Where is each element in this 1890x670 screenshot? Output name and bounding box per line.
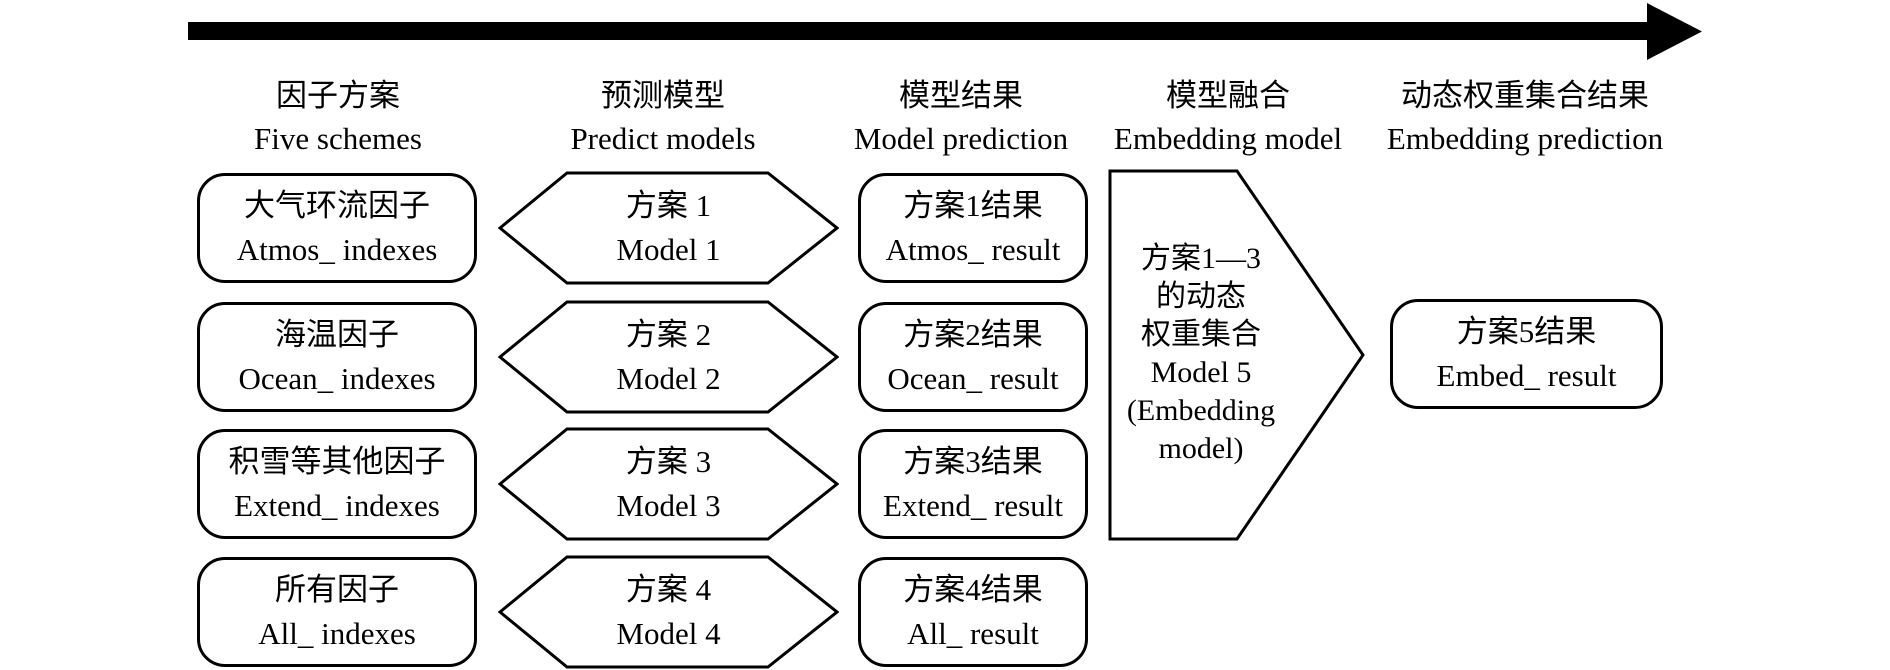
column-header-en: Five schemes [254,121,422,156]
column-header-model-fusion: 模型融合 Embedding model [1058,74,1398,160]
node-extend-result: 方案3结果 Extend_ result [858,429,1088,539]
embedding-model-label: 方案1—3 的动态 权重集合 Model 5 (Embedding model) [1112,240,1290,468]
column-header-factor-schemes: 因子方案 Five schemes [178,74,498,160]
node-label-line: 方案1—3 [1141,242,1261,275]
column-header-zh: 模型融合 [1166,78,1290,113]
node-label-en: Ocean_ indexes [238,361,436,396]
column-header-en: Embedding prediction [1386,121,1664,156]
column-header-en: Predict models [570,121,756,156]
node-label-zh: 大气环流因子 [244,188,430,223]
hexagon-shape [498,300,839,414]
node-label-zh: 方案 4 [625,572,712,607]
node-model-2: 方案 2 Model 2 [498,300,839,414]
node-label-zh: 方案 1 [625,188,712,223]
column-header-predict-models: 预测模型 Predict models [503,74,823,160]
column-header-model-results: 模型结果 Model prediction [801,74,1121,160]
node-label-en: Model 3 [616,488,721,523]
column-header-en: Model prediction [853,121,1069,156]
hexagon-shape [498,171,839,285]
node-label-en: Atmos_ result [885,232,1061,267]
hexagon-shape [498,427,839,541]
node-label-line: 权重集合 [1141,318,1261,351]
node-ocean-indexes: 海温因子 Ocean_ indexes [197,302,477,412]
column-header-zh: 预测模型 [601,78,725,113]
node-all-indexes: 所有因子 All_ indexes [197,557,477,667]
node-embed-result: 方案5结果 Embed_ result [1390,299,1663,409]
flow-direction-arrow-icon [188,3,1702,60]
node-label-zh: 方案 2 [625,317,712,352]
column-header-zh: 因子方案 [276,78,400,113]
node-all-result: 方案4结果 All_ result [858,557,1088,667]
node-label-zh: 方案 3 [625,444,712,479]
node-label-zh: 方案3结果 [903,444,1043,479]
node-ocean-result: 方案2结果 Ocean_ result [858,302,1088,412]
node-model-3: 方案 3 Model 3 [498,427,839,541]
node-embedding-model [1108,168,1367,542]
node-label-zh: 方案1结果 [903,188,1043,223]
node-model-4: 方案 4 Model 4 [498,555,839,669]
node-atmos-result: 方案1结果 Atmos_ result [858,173,1088,283]
node-label-en: Embed_ result [1436,358,1617,393]
node-label-en: Atmos_ indexes [236,232,438,267]
node-model-1: 方案 1 Model 1 [498,171,839,285]
node-label-zh: 方案5结果 [1456,314,1597,349]
column-header-embedding-prediction: 动态权重集合结果 Embedding prediction [1315,74,1735,160]
node-label-en: Model 1 [616,232,721,267]
node-label-line: 的动态 [1156,280,1246,313]
hexagon-shape [498,555,839,669]
column-header-zh: 动态权重集合结果 [1401,78,1649,113]
pentagon-shape [1108,169,1365,541]
node-label-zh: 积雪等其他因子 [228,444,446,479]
column-header-zh: 模型结果 [899,78,1023,113]
node-label-zh: 海温因子 [275,317,399,352]
node-label-en: All_ indexes [258,616,416,651]
node-label-en: Extend_ indexes [234,488,440,523]
column-header-en: Embedding model [1113,121,1343,156]
node-label-en: Ocean_ result [887,361,1059,396]
node-label-en: All_ result [907,616,1039,651]
node-label-en: Model 4 [616,616,721,651]
node-label-line: (Embedding [1126,394,1276,427]
node-label-line: Model 5 [1150,356,1252,389]
node-label-zh: 方案4结果 [903,572,1043,607]
node-extend-indexes: 积雪等其他因子 Extend_ indexes [197,429,477,539]
node-atmos-indexes: 大气环流因子 Atmos_ indexes [197,173,477,283]
node-label-zh: 方案2结果 [903,317,1043,352]
node-label-en: Model 2 [616,361,721,396]
node-label-en: Extend_ result [883,488,1063,523]
node-label-line: model) [1158,432,1244,465]
node-label-zh: 所有因子 [275,572,399,607]
